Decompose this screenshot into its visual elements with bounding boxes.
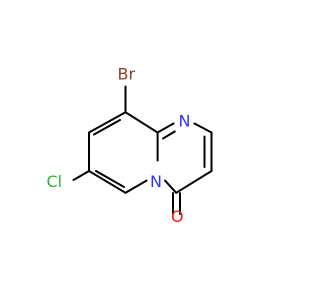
nitrogen-label-bridge: N [150,172,162,191]
bond-c8a-n-inner [162,130,176,140]
atom-label-layer: Br N N Cl O [47,65,191,227]
bond-c4-nbridge [164,179,178,194]
bond-c3-c4 [175,170,213,194]
bond-c8-c7-inner [93,119,121,136]
bromine-label: Br [118,65,136,84]
bond-c8a-n [156,122,175,134]
bond-c6-c5 [88,170,127,194]
chlorine-label: Cl [47,172,63,191]
bond-layer [72,85,213,215]
bond-c6-cl [72,170,90,181]
bond-c8-c8a [124,111,159,134]
bond-c5-nbridge [124,179,148,194]
bond-c6-c5-inner [95,170,125,188]
bond-n-c2 [193,122,213,134]
bond-c8-c7 [88,111,127,134]
molecule-diagram: Br N N Cl O [47,65,213,227]
oxygen-label: O [171,207,184,226]
nitrogen-label-ring: N [179,112,191,131]
